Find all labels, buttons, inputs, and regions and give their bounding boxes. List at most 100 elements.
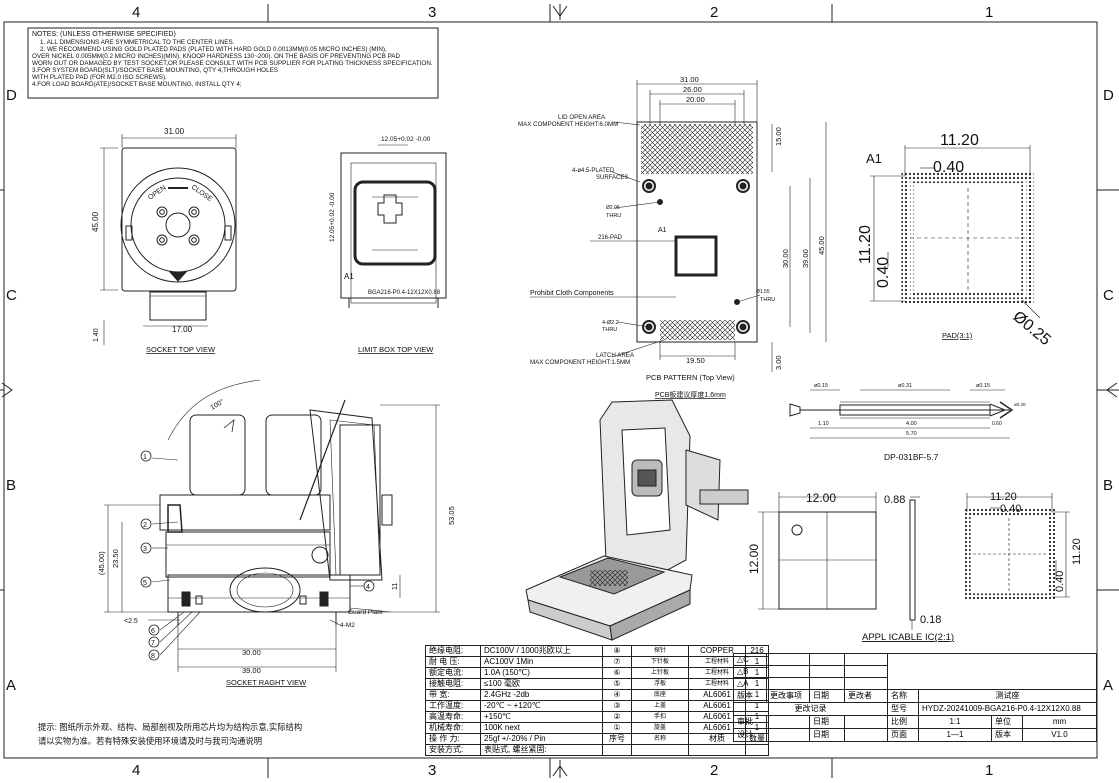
- label-unit: 单位: [991, 715, 1023, 729]
- spec-cell-part: 旋盖: [631, 722, 689, 734]
- dim-right-45: (45.00): [97, 551, 106, 575]
- zone-top-2: 2: [710, 4, 718, 21]
- spec-row: 安装方式:表贴式, 螺丝紧固:: [425, 744, 769, 756]
- spec-cell-qty: [745, 744, 769, 756]
- dim-pcb-19-5: 19.50: [686, 356, 705, 365]
- spec-cell-no: ⑧: [602, 645, 632, 657]
- pogo-pin: [789, 389, 1014, 439]
- spec-cell-label: 安装方式:: [425, 744, 481, 756]
- label-pcb-thickness: PCB板建议厚度1.6mm: [655, 390, 726, 399]
- dim-ic-pitch-side: 0.40: [1054, 571, 1066, 592]
- caption-pogo-pin: DP-031BF-5.7: [884, 452, 939, 462]
- note-1: 1. ALL DIMENSIONS ARE SYMMETRICAL TO THE…: [40, 39, 235, 46]
- spec-cell-label: 操 作 力:: [425, 733, 481, 745]
- callout-2: 2: [143, 522, 147, 529]
- dim-pad-ball: Ø0.25: [1009, 308, 1053, 349]
- zone-left-d: D: [6, 87, 17, 104]
- label-surfaces: SURFACES: [596, 175, 628, 181]
- dim-pcb-45: 45.00: [817, 236, 826, 255]
- spec-cell-label: 耐 电 压:: [425, 656, 481, 668]
- spec-cell-label: 接触电阻:: [425, 678, 481, 690]
- dim-ic-pitch-top: 0.40: [1000, 503, 1021, 515]
- zone-bottom-2: 2: [710, 762, 718, 778]
- label-limit-part: BGA216-P0.4-12X12X0.88: [368, 290, 441, 296]
- limit-box-top-view: [340, 144, 447, 308]
- dim-limit-width: 12.05+0.02 -0.00: [381, 136, 431, 143]
- label-latch-area: LATCH AREA: [596, 352, 635, 359]
- dim-pad-height: 11.20: [857, 225, 874, 264]
- pad-view: [870, 145, 1041, 319]
- dim-limit-height: 12.05+0.02 -0.00: [329, 192, 336, 242]
- dim-pin-015-left: ø0.15: [814, 383, 828, 389]
- spec-cell-no: ⑥: [602, 667, 632, 679]
- label-thru-2: THRU: [760, 297, 775, 303]
- note-5: 3.FOR SYSTEM BOARD(SLT)/SOCKET BASE MOUN…: [32, 67, 278, 74]
- spec-cell-value: DC100V / 1000兆欧以上: [480, 645, 603, 657]
- label-plated-holes: 4-ø4.5-PLATED: [572, 168, 615, 174]
- dim-pcb-15: 15.00: [774, 127, 783, 146]
- label-hole-right: Ø1.55: [756, 289, 770, 295]
- label-max-height-bottom: MAX COMPONENT HEIGHT:1.5MM: [530, 359, 630, 366]
- dim-ic-0-18: 0.18: [920, 614, 941, 626]
- socket-iso-view: [525, 399, 749, 641]
- dim-right-2-5: <2.5: [124, 618, 138, 625]
- dim-right-53-05: 53.05: [447, 506, 456, 525]
- spec-cell-label: 高温寿命:: [425, 711, 481, 723]
- dim-open-angle: 100°: [209, 397, 226, 411]
- note-7: 4.FOR LOAD BOARD(ATE)/SOCKET BASE MOUNTI…: [32, 81, 242, 88]
- dim-pin-570: 5.70: [906, 431, 917, 437]
- value-unit: mm: [1022, 715, 1097, 729]
- label-4-m2: 4-M2: [340, 622, 355, 629]
- dim-pcb-26: 26.00: [683, 85, 702, 94]
- label-prohibit-cloth: Prohibit Cloth Components: [530, 290, 614, 297]
- label-lid-open: LID OPEN AREA: [558, 114, 606, 121]
- label-date: 日期: [809, 689, 845, 703]
- spec-cell-no: ①: [602, 722, 632, 734]
- caption-socket-top-view: SOCKET TOP VIEW: [146, 345, 216, 354]
- label-date-2: 日期: [809, 715, 845, 729]
- dim-pcb-39: 39.00: [801, 249, 810, 268]
- label-a1-limit: A1: [344, 272, 354, 281]
- dim-right-30: 30.00: [242, 648, 261, 657]
- label-name: 名称: [887, 689, 919, 703]
- callout-4: 4: [366, 584, 370, 591]
- dim-right-39: 39.00: [242, 666, 261, 675]
- dim-ic-body-height: 11.20: [1071, 538, 1083, 565]
- label-thru-3: THRU: [602, 327, 617, 333]
- spec-cell-value: -20℃ ~ +120℃: [480, 700, 603, 712]
- notes-heading: NOTES: (UNLESS OTHERWISE SPECIFIED): [32, 31, 176, 38]
- label-ver: 版本: [991, 728, 1023, 742]
- dim-pcb-20: 20.00: [686, 95, 705, 104]
- dim-pin-015-right: ø0.15: [976, 383, 990, 389]
- label-changer: 更改者: [844, 689, 888, 703]
- spec-cell-value: +150℃: [480, 711, 603, 723]
- centering-arrows: [1, 4, 1118, 778]
- spec-cell-part: 底座: [631, 689, 689, 701]
- dim-pad-width: 11.20: [940, 132, 979, 149]
- spec-cell-value: 25gf +/-20% / Pin: [480, 733, 603, 745]
- zone-right-d: D: [1103, 87, 1114, 104]
- dim-right-23-5: 23.50: [111, 549, 120, 568]
- spec-cell-label: 工作温度:: [425, 700, 481, 712]
- dim-right-11: 11: [392, 583, 399, 590]
- zone-top-4: 4: [132, 4, 140, 21]
- callout-7: 7: [151, 640, 155, 647]
- dim-pin-400: 4.00: [906, 421, 917, 427]
- notes-box: [27, 27, 439, 99]
- cn-notice-line-2: 请以实物为准。若有特殊安装使用环境请及时与我司沟通说明: [38, 736, 262, 746]
- label-pad-a1: A1: [866, 151, 882, 166]
- spec-cell-no: [602, 744, 632, 756]
- callout-8: 8: [151, 653, 155, 660]
- label-hole-bottom: 4-Ø2.2: [602, 320, 619, 326]
- label-change-item: 更改事项: [766, 689, 810, 703]
- socket-top-view: [100, 134, 237, 345]
